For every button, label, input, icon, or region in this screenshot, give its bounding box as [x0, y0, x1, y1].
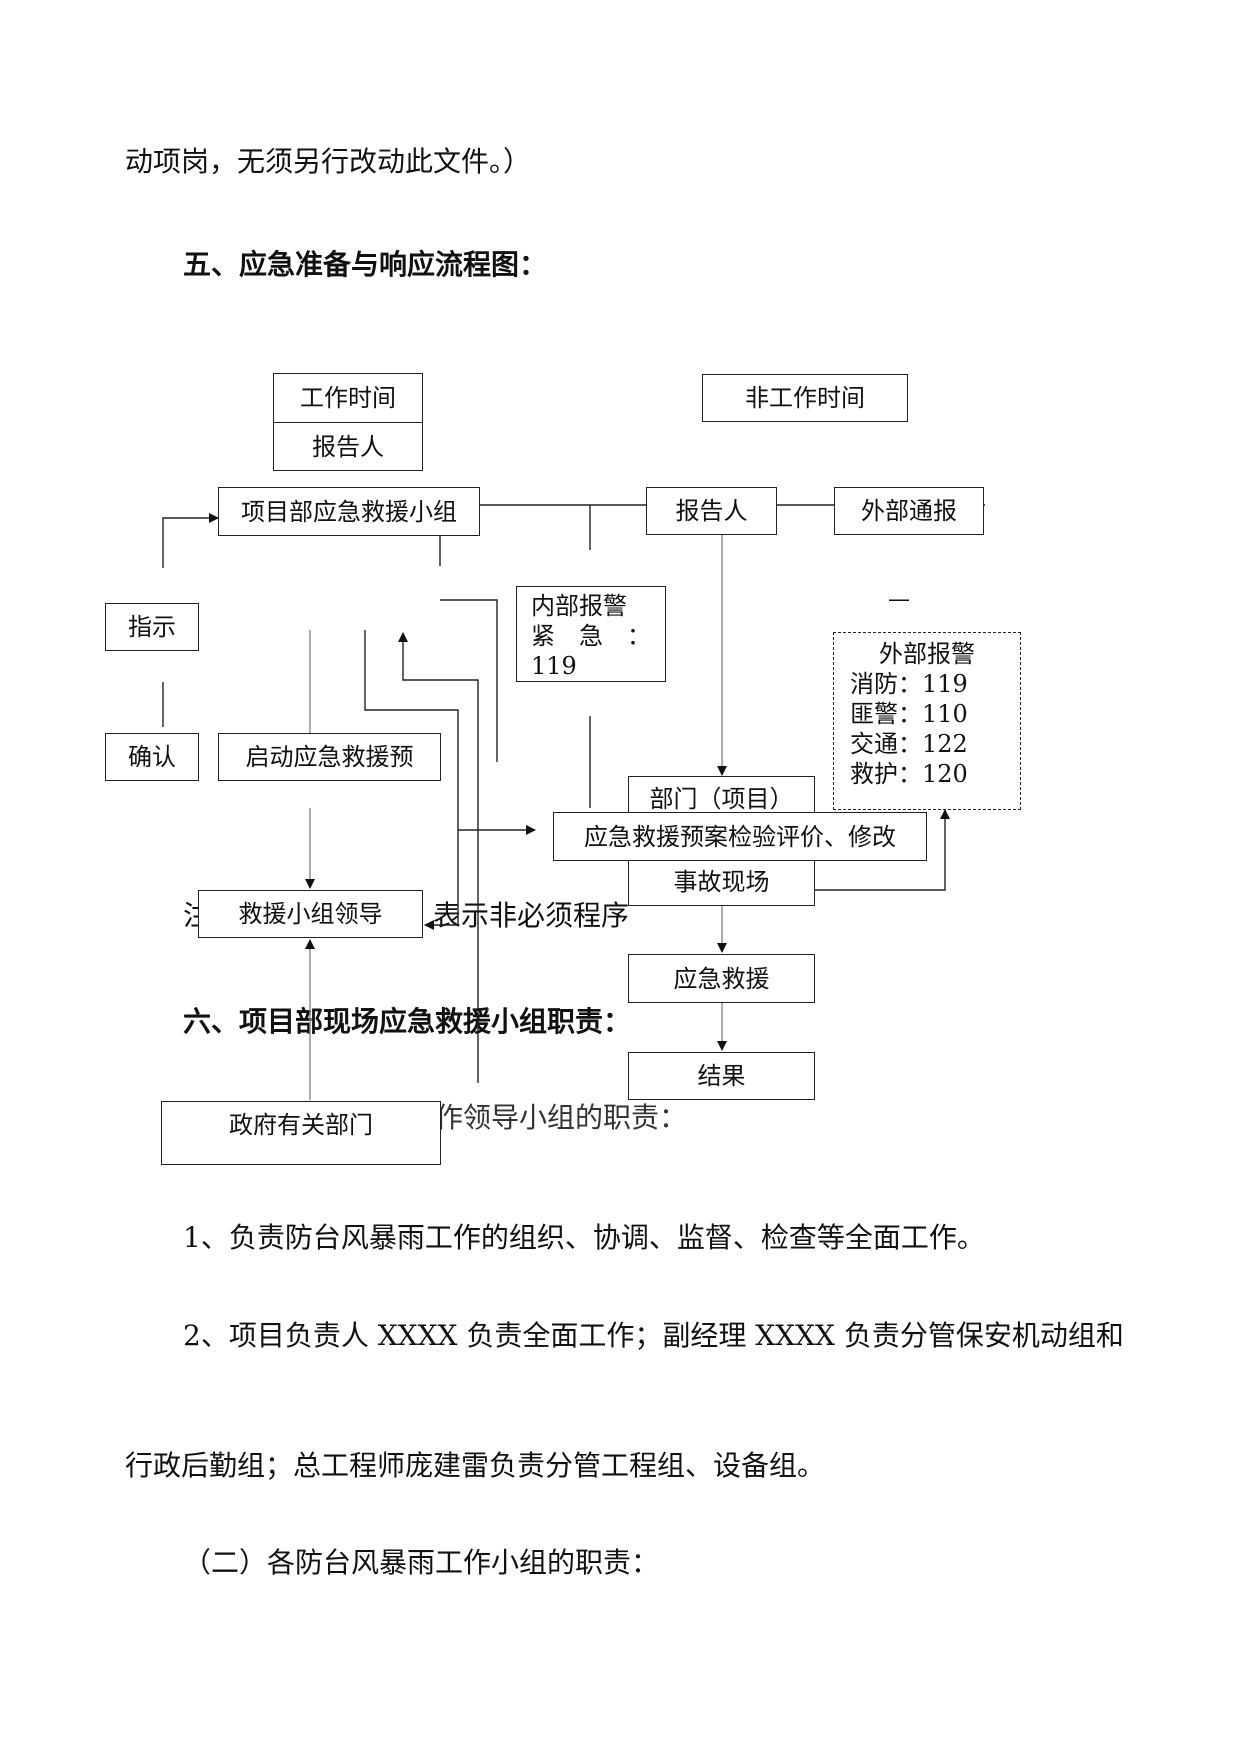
note-suffix: 表示非必须程序 — [433, 899, 630, 932]
external-alarm-ambulance: 救护：120 — [850, 760, 968, 788]
section-heading-6: 六、项目部现场应急救援小组职责： — [183, 1005, 632, 1038]
external-alarm-police: 匪警：110 — [850, 700, 968, 728]
box-reporter-right: 报告人 — [646, 487, 777, 535]
external-alarm-fire: 消防：119 — [850, 670, 968, 698]
box-confirm: 确认 — [105, 733, 199, 781]
box-rescue-leader: 救援小组领导 — [198, 890, 423, 938]
paragraph-2a: 2、项目负责人 XXXX 负责全面工作；副经理 XXXX 负责分管保安机动组和 — [183, 1319, 1124, 1352]
paragraph-2b: 行政后勤组；总工程师庞建雷负责分管工程组、设备组。 — [125, 1449, 826, 1482]
box-start-plan: 启动应急救援预 — [218, 733, 441, 781]
dash-mark: — — [888, 587, 910, 612]
body-text-top: 动项岗，无须另行改动此文件。） — [125, 145, 532, 178]
box-internal-alarm: 内部报警 紧 急 ： 119 — [516, 586, 666, 682]
box-reporter-left: 报告人 — [273, 422, 423, 471]
internal-alarm-line-2: 紧 急 ： — [531, 622, 651, 650]
external-alarm-title: 外部报警 — [879, 640, 975, 668]
box-gov: 政府有关部门 — [161, 1101, 441, 1165]
box-external-alarm: 外部报警 消防：119 匪警：110 交通：122 救护：120 — [833, 632, 1021, 810]
box-plan-review: 应急救援预案检验评价、修改 — [553, 812, 927, 861]
paragraph-1: 1、负责防台风暴雨工作的组织、协调、监督、检查等全面工作。 — [183, 1221, 985, 1254]
box-project-team: 项目部应急救援小组 — [218, 487, 480, 536]
box-result: 结果 — [628, 1052, 815, 1100]
subheading-2: （二）各防台风暴雨工作小组的职责： — [183, 1546, 660, 1579]
box-emergency-rescue: 应急救援 — [628, 954, 815, 1003]
box-non-work-time: 非工作时间 — [702, 374, 908, 422]
box-accident-site: 事故现场 — [628, 858, 815, 906]
internal-alarm-line-3: 119 — [531, 652, 577, 680]
external-alarm-traffic: 交通：122 — [850, 730, 968, 758]
internal-alarm-line-1: 内部报警 — [531, 592, 627, 620]
section-heading-5: 五、应急准备与响应流程图： — [183, 248, 548, 281]
box-work-time: 工作时间 — [273, 373, 423, 423]
box-instruct: 指示 — [105, 603, 199, 651]
box-external-notify: 外部通报 — [834, 487, 984, 535]
